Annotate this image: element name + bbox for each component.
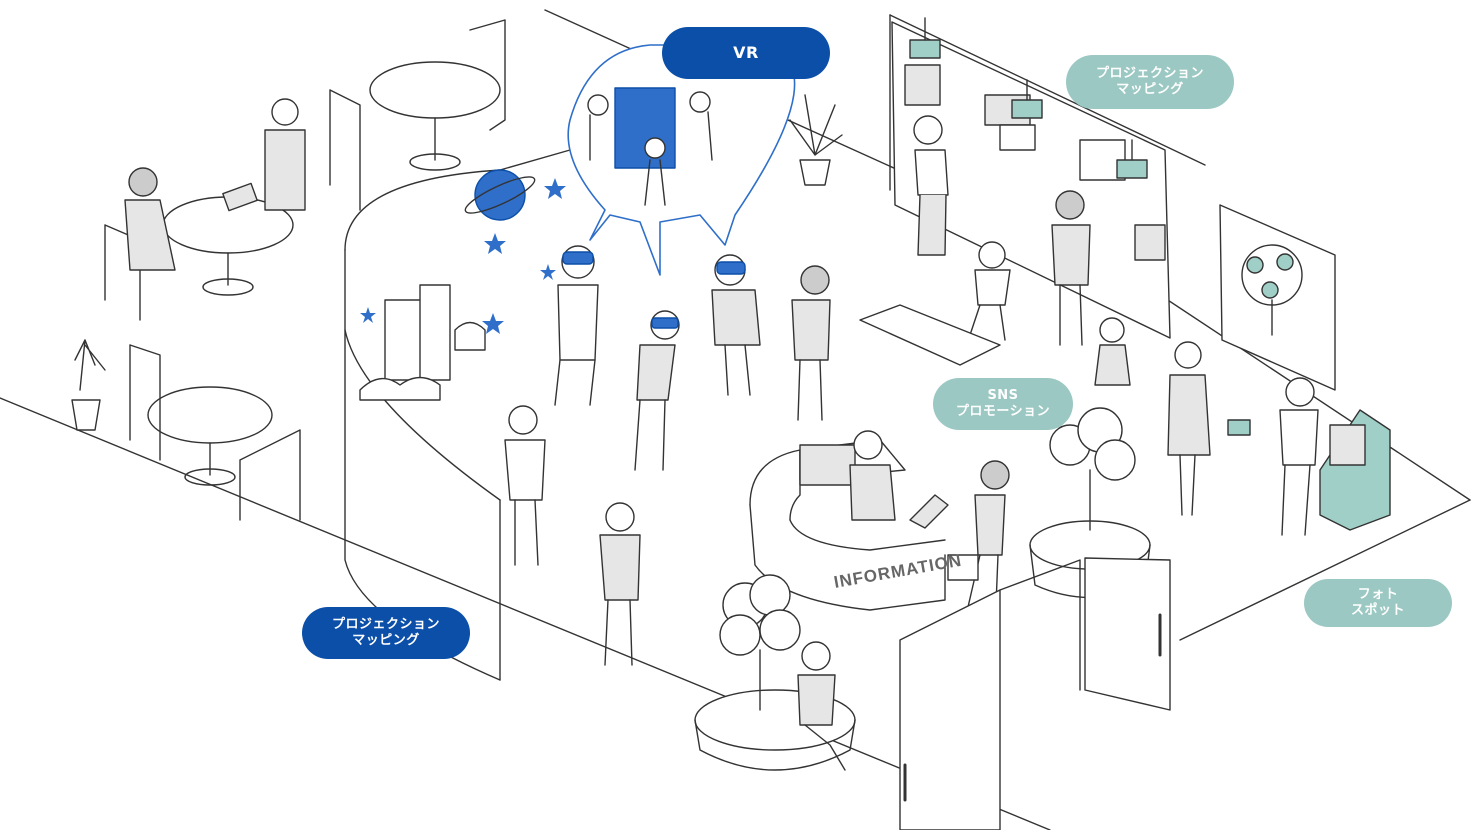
lounge-area (71, 19, 506, 521)
projection-wall (344, 149, 571, 681)
entrance-doors (899, 557, 1171, 830)
planter-right (1029, 407, 1151, 599)
projection-screen (891, 17, 1171, 339)
vr-label: VR (662, 27, 830, 79)
vr-participants (540, 245, 831, 471)
plant-back (789, 94, 843, 186)
lobby-visitors (504, 405, 1010, 666)
photo-spot-label: フォト スポット (1304, 579, 1452, 627)
projection-mapping-label-top: プロジェクション マッピング (1066, 55, 1234, 109)
information-desk (749, 430, 949, 611)
vr-bubble (567, 44, 796, 276)
information-sign: INFORMATION (832, 551, 963, 592)
projection-visitors (859, 115, 1091, 366)
photo-spot (1094, 204, 1391, 536)
projection-mapping-label-bottom: プロジェクション マッピング (302, 607, 470, 659)
planter-front (694, 574, 856, 771)
sns-promotion-label: SNS プロモーション (933, 378, 1073, 430)
